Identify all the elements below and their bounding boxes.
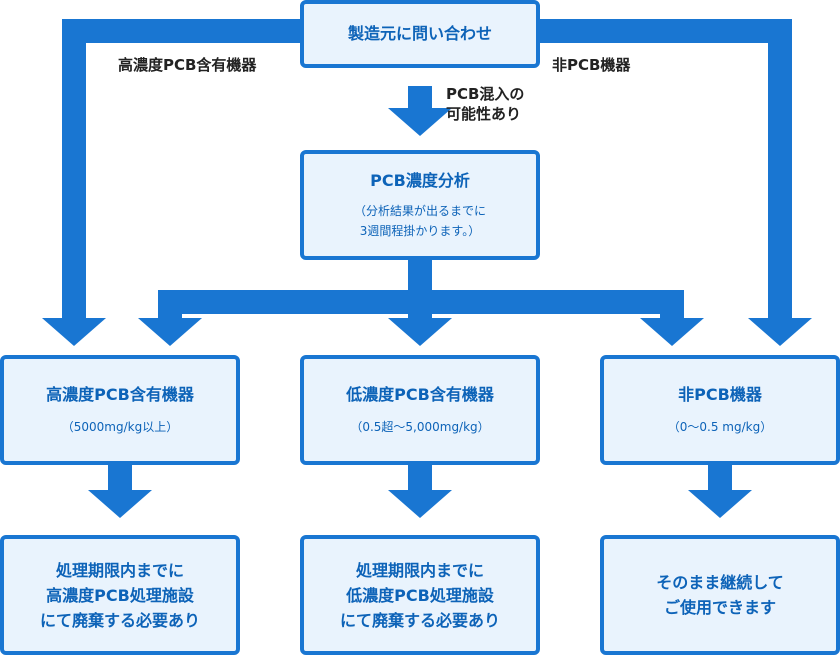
connector-outcome-right bbox=[708, 464, 732, 490]
pcb-analysis-box: PCB濃度分析 （分析結果が出るまでに 3週間程掛かります。） bbox=[300, 150, 540, 260]
connector-mid-shaft bbox=[408, 86, 432, 108]
category-high-title: 高濃度PCB含有機器 bbox=[46, 385, 194, 404]
branch-label-possible-line1: PCB混入の bbox=[446, 85, 525, 103]
manufacturer-inquiry-label: 製造元に問い合わせ bbox=[347, 24, 492, 43]
arrow-to-outcome-mid bbox=[388, 490, 452, 518]
connector-outcome-mid bbox=[408, 464, 432, 490]
arrow-to-outcome-left bbox=[88, 490, 152, 518]
branch-label-high: 高濃度PCB含有機器 bbox=[118, 56, 257, 74]
arrow-to-low-category bbox=[388, 318, 452, 346]
manufacturer-inquiry-box: 製造元に問い合わせ bbox=[300, 0, 540, 68]
arrow-to-non-pcb-category bbox=[748, 318, 812, 346]
outcome-non-pcb-line2: ご使用できます bbox=[663, 598, 776, 617]
branch-label-possible-line2: 可能性あり bbox=[446, 105, 522, 123]
arrow-split-left bbox=[138, 318, 202, 346]
pcb-analysis-title: PCB濃度分析 bbox=[370, 171, 470, 190]
outcome-non-pcb-box: そのまま継続して ご使用できます bbox=[600, 535, 840, 655]
pcb-analysis-note-line2: 3週間程掛かります。） bbox=[359, 224, 481, 238]
connector-top-right-vertical bbox=[768, 19, 792, 318]
outcome-low-line2: 低濃度PCB処理施設 bbox=[346, 585, 494, 605]
branch-label-non-pcb: 非PCB機器 bbox=[552, 56, 631, 74]
connector-split-right bbox=[660, 290, 684, 318]
outcome-high-line3: にて廃棄する必要あり bbox=[39, 610, 200, 630]
category-non-pcb-box: 非PCB機器 （0～0.5 mg/kg） bbox=[600, 355, 840, 465]
category-non-pcb-title: 非PCB機器 bbox=[678, 385, 762, 404]
category-low-title: 低濃度PCB含有機器 bbox=[346, 385, 494, 404]
outcome-high-line2: 高濃度PCB処理施設 bbox=[46, 585, 194, 605]
connector-top-right-horizontal bbox=[536, 19, 792, 43]
connector-top-left-horizontal bbox=[62, 19, 304, 43]
arrow-split-right bbox=[640, 318, 704, 346]
connector-split-left bbox=[158, 290, 182, 318]
arrow-to-high-category bbox=[42, 318, 106, 346]
outcome-low-line3: にて廃棄する必要あり bbox=[339, 610, 500, 630]
outcome-low-line1: 処理期限内までに bbox=[355, 560, 484, 580]
category-low-box: 低濃度PCB含有機器 （0.5超～5,000mg/kg） bbox=[300, 355, 540, 465]
outcome-high-box: 処理期限内までに 高濃度PCB処理施設 にて廃棄する必要あり bbox=[0, 535, 240, 655]
category-high-box: 高濃度PCB含有機器 （5000mg/kg以上） bbox=[0, 355, 240, 465]
arrow-to-analysis bbox=[388, 108, 452, 136]
pcb-analysis-note-line1: （分析結果が出るまでに bbox=[353, 204, 486, 218]
connector-split-bar bbox=[158, 290, 684, 314]
connector-outcome-left bbox=[108, 464, 132, 490]
outcome-low-box: 処理期限内までに 低濃度PCB処理施設 にて廃棄する必要あり bbox=[300, 535, 540, 655]
outcome-non-pcb-line1: そのまま継続して bbox=[656, 573, 784, 592]
connector-top-left-vertical bbox=[62, 19, 86, 318]
category-high-range: （5000mg/kg以上） bbox=[61, 420, 179, 434]
outcome-high-line1: 処理期限内までに bbox=[55, 560, 184, 580]
category-low-range: （0.5超～5,000mg/kg） bbox=[350, 420, 490, 434]
category-non-pcb-range: （0～0.5 mg/kg） bbox=[667, 420, 773, 434]
branch-label-possible: PCB混入の 可能性あり bbox=[446, 84, 524, 124]
arrow-to-outcome-right bbox=[688, 490, 752, 518]
